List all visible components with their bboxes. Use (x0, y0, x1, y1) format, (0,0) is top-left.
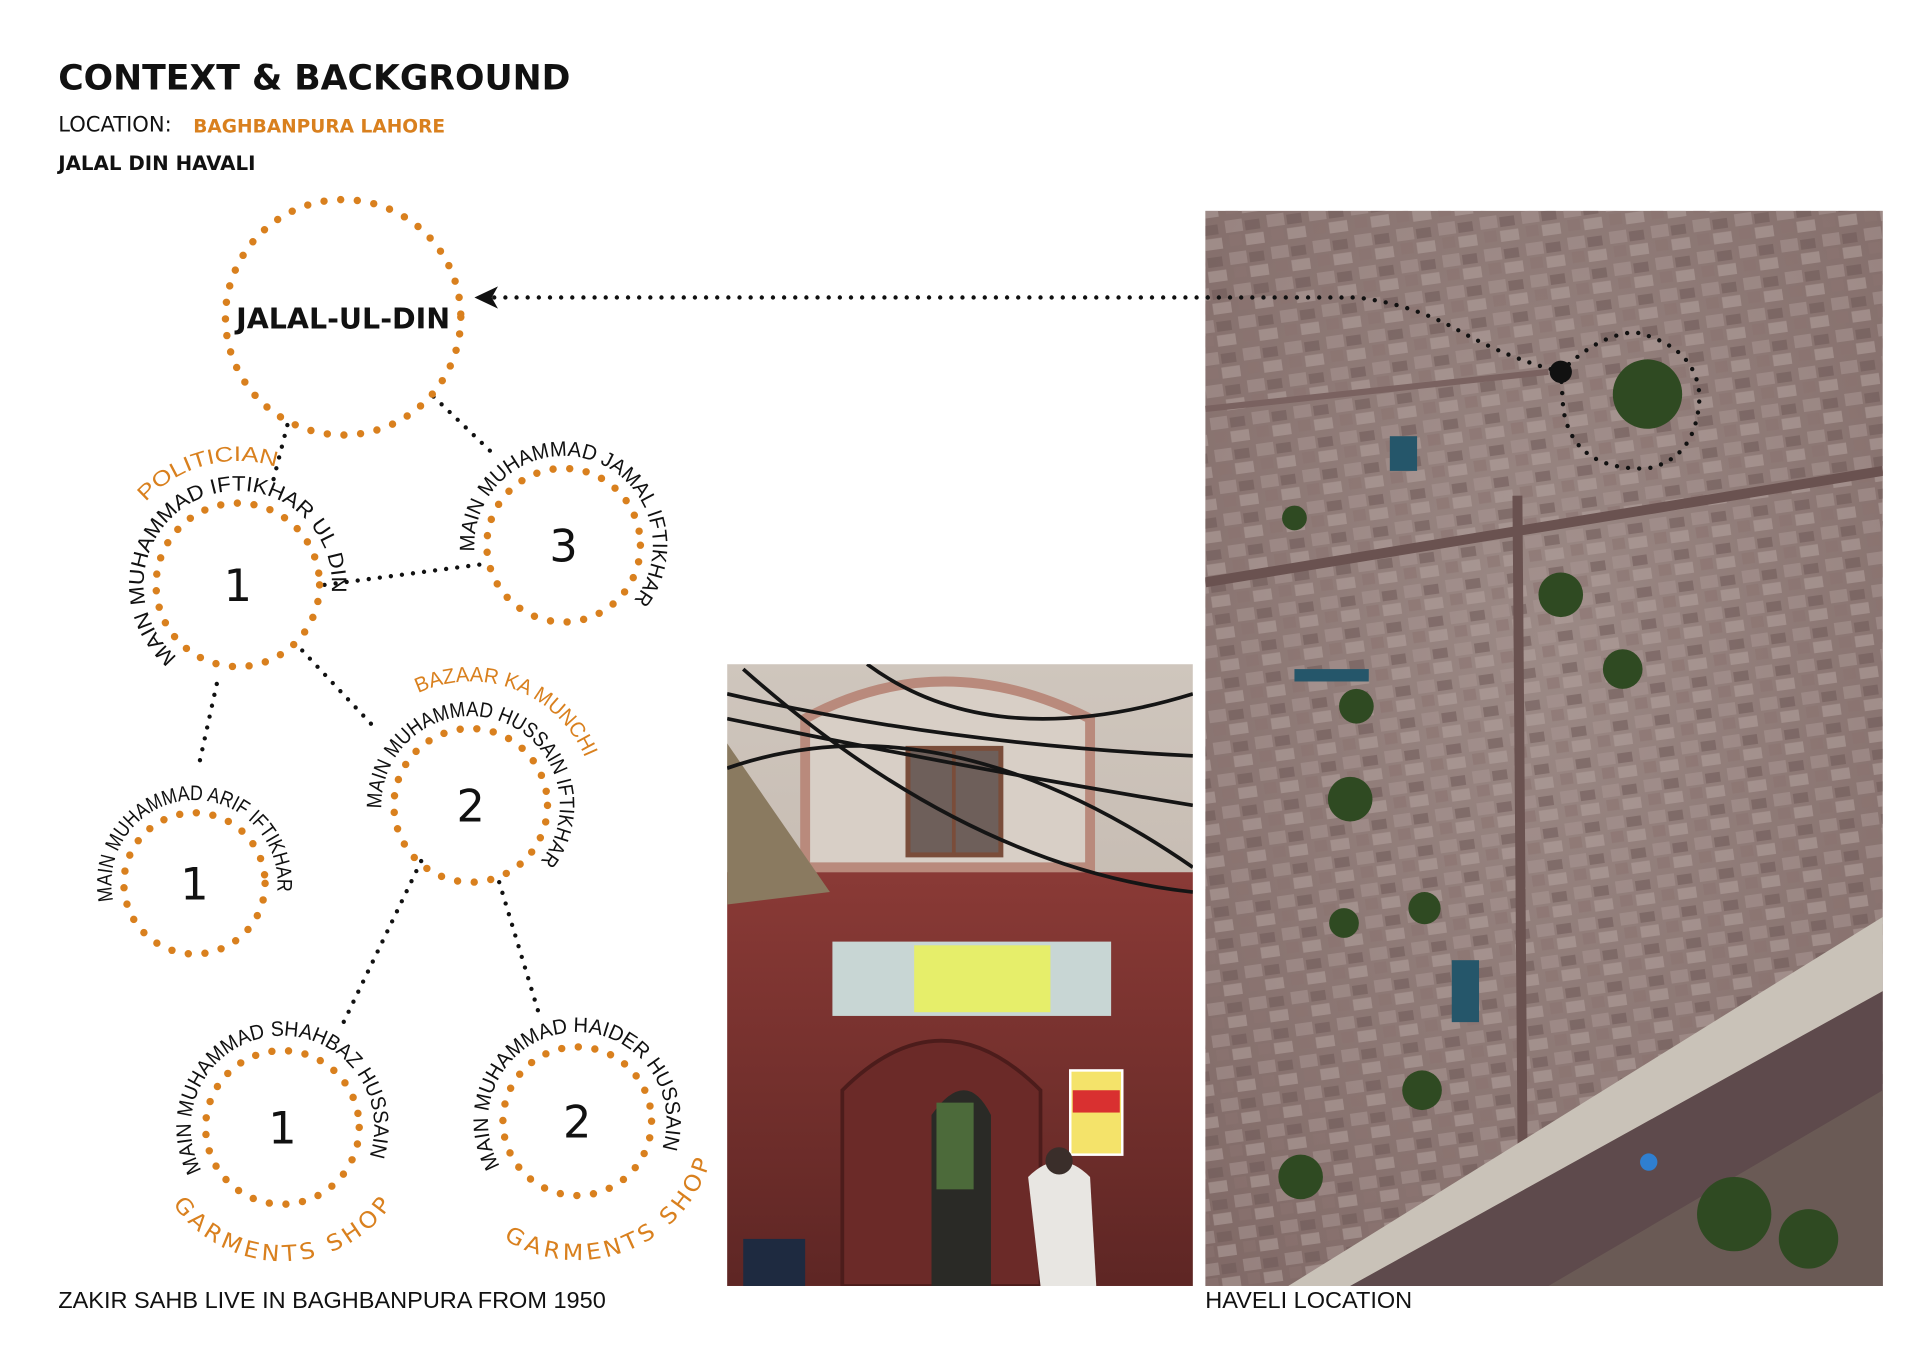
root-node: JALAL-UL-DIN (221, 195, 465, 439)
node-ring (152, 499, 324, 671)
node-ring (499, 1043, 656, 1200)
location-pointer (474, 286, 1702, 471)
tree-link (497, 879, 542, 1016)
arrowhead-icon (474, 286, 498, 309)
haveli-marker-dot (1549, 360, 1572, 383)
tree-links (196, 394, 542, 1031)
satellite-map (1205, 210, 1883, 1286)
member-role: GARMENTS SHOP (501, 1151, 718, 1266)
member-name-text: MAIN MUHAMMAD HAIDER HUSSAIN (470, 1014, 685, 1174)
left-caption: ZAKIR SAHB LIVE IN BAGHBANPURA FROM 1950 (58, 1287, 606, 1313)
haveli-photo (727, 664, 1193, 1286)
generation-number: 1 (268, 1103, 296, 1155)
node-ring (201, 1046, 363, 1208)
generation-number: 1 (180, 858, 208, 910)
page-title: CONTEXT & BACKGROUND (58, 58, 570, 98)
map-caption: HAVELI LOCATION (1205, 1287, 1412, 1313)
root-ring (221, 195, 465, 439)
root-label: JALAL-UL-DIN (234, 302, 450, 335)
member-role: GARMENTS SHOP (168, 1189, 399, 1267)
node-ring (483, 464, 645, 626)
tree-link (431, 394, 498, 459)
node-ring (390, 724, 552, 886)
tree-link (300, 648, 380, 734)
pointer-line-map (1205, 295, 1563, 374)
tree-link (322, 561, 488, 588)
generation-number: 3 (549, 520, 577, 572)
location-label: LOCATION: (58, 111, 171, 136)
tree-link (338, 858, 424, 1031)
generation-number: 2 (563, 1096, 591, 1148)
member-role-text: GARMENTS SHOP (168, 1189, 395, 1267)
generation-number: 2 (457, 780, 485, 832)
member-role-text: GARMENTS SHOP (501, 1151, 714, 1266)
generation-number: 1 (224, 560, 252, 612)
member-name: MAIN MUHAMMAD HAIDER HUSSAIN (470, 1014, 685, 1174)
haveli-marker-outline (1558, 329, 1702, 471)
location-value: BAGHBANPURA LAHORE (193, 117, 445, 138)
subtitle: JALAL DIN HAVALI (56, 152, 255, 175)
tree-link (196, 681, 219, 771)
node-ring (120, 809, 269, 958)
tree-link (270, 422, 290, 486)
